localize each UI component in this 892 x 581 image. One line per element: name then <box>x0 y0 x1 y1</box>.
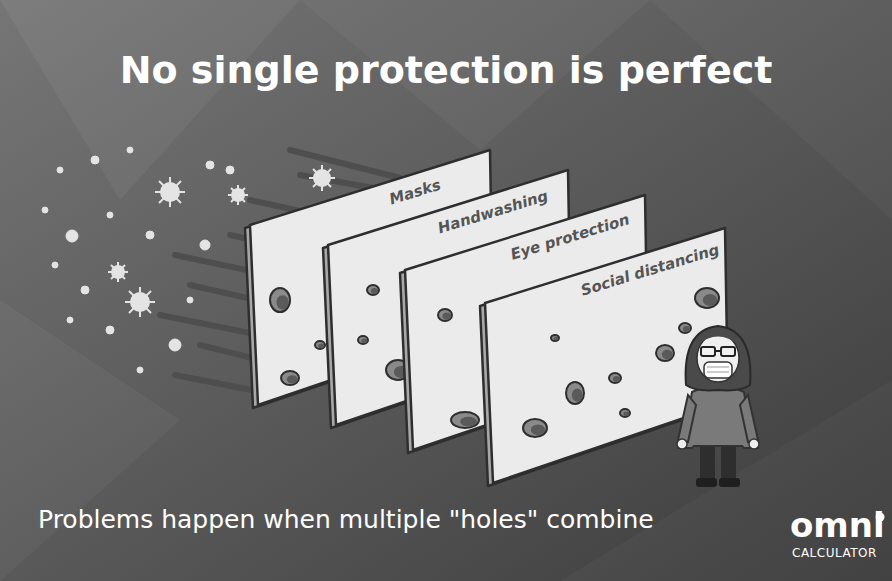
slice-hole <box>523 419 547 437</box>
hole-shade <box>277 295 289 309</box>
hole-shade <box>531 424 545 435</box>
slice-hole <box>679 323 691 333</box>
slice-hole <box>438 309 452 321</box>
hole-shade <box>623 411 629 416</box>
hole-shade <box>287 375 298 383</box>
slice-hole <box>358 336 368 344</box>
slice-hole <box>695 288 719 308</box>
caption: Problems happen when multiple "holes" co… <box>38 505 738 534</box>
hole-shade <box>572 389 583 402</box>
hole-shade <box>703 294 717 306</box>
person <box>677 326 759 487</box>
hole-shade <box>361 338 367 343</box>
hole-shade <box>371 288 378 294</box>
hole-shade <box>662 350 673 360</box>
hole-shade <box>554 337 559 341</box>
logo-wordmark: omni <box>790 505 885 545</box>
slice-hole <box>367 285 379 295</box>
slice-hole <box>281 371 299 385</box>
slice-hole <box>609 373 621 383</box>
slice-hole <box>451 412 479 428</box>
hole-shade <box>443 313 451 320</box>
cheese-slice: Social distancing <box>485 228 730 488</box>
slice-hole <box>270 288 290 312</box>
slice-face <box>485 228 728 483</box>
slice-hole <box>566 382 584 404</box>
hole-shade <box>318 343 324 348</box>
slice-hole <box>656 345 674 361</box>
slice-hole <box>315 341 325 349</box>
slice-hole <box>620 409 630 417</box>
hole-shade <box>613 376 620 382</box>
hole-shade <box>683 326 690 332</box>
logo-subtitle: CALCULATOR <box>792 546 877 560</box>
slice-outline <box>485 228 730 488</box>
title: No single protection is perfect <box>0 48 892 92</box>
slice-hole <box>551 335 559 341</box>
hole-shade <box>460 417 477 427</box>
